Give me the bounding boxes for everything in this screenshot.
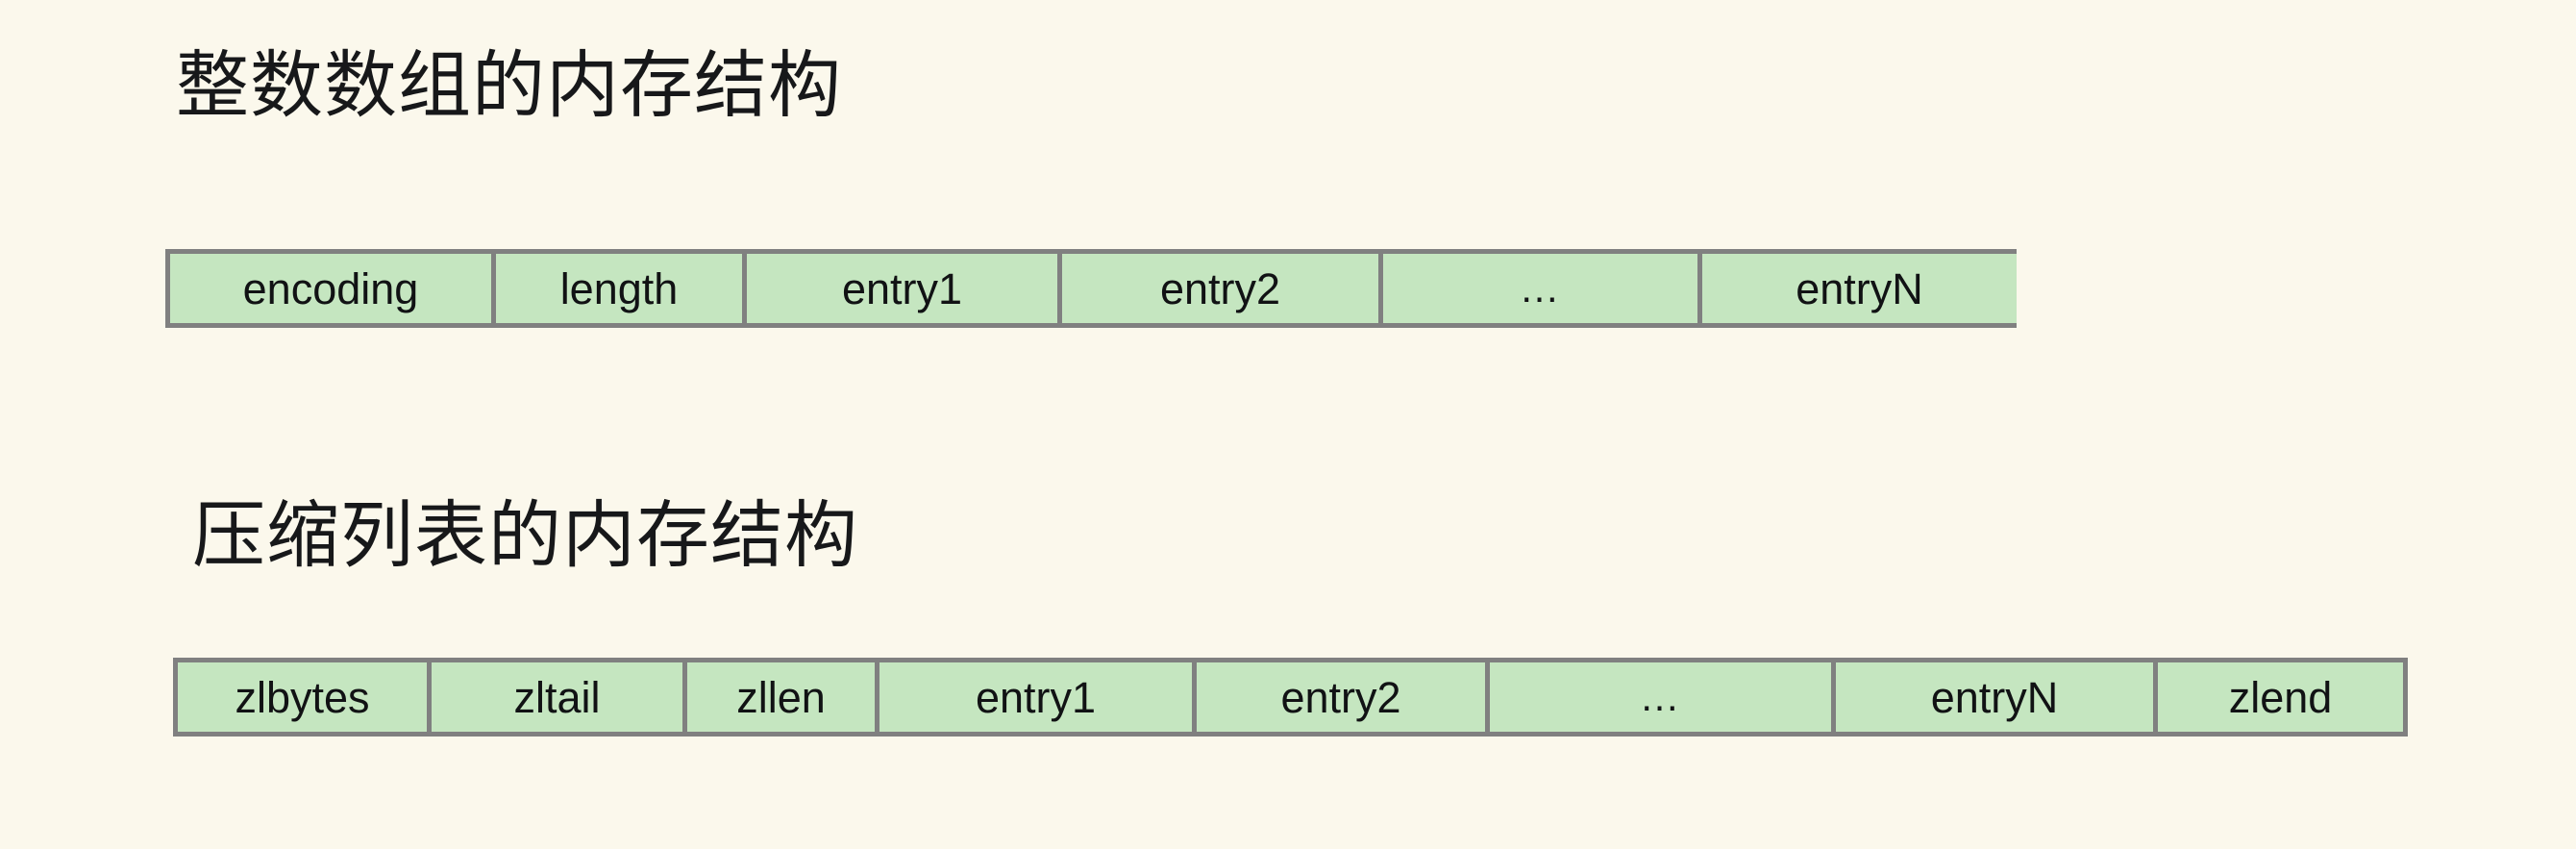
memory-cell-zlend: zlend xyxy=(2158,662,2403,732)
memory-strip-ziplist: zlbytes zltail zllen entry1 entry2 … ent… xyxy=(173,658,2408,737)
section-title-int-array: 整数数组的内存结构 xyxy=(176,45,842,127)
memory-cell-entry2: entry2 xyxy=(1062,254,1378,323)
memory-cell-zlbytes: zlbytes xyxy=(178,662,427,732)
memory-cell-ellipsis: … xyxy=(1490,662,1831,732)
memory-cell-zltail: zltail xyxy=(432,662,682,732)
memory-cell-entry1: entry1 xyxy=(747,254,1057,323)
memory-cell-length: length xyxy=(496,254,742,323)
memory-cell-encoding: encoding xyxy=(170,254,491,323)
memory-cell-zllen: zllen xyxy=(687,662,875,732)
section-title-ziplist: 压缩列表的内存结构 xyxy=(192,495,858,577)
memory-cell-entry2: entry2 xyxy=(1197,662,1485,732)
memory-cell-entryN: entryN xyxy=(1702,254,2017,323)
memory-cell-entryN: entryN xyxy=(1836,662,2153,732)
memory-cell-entry1: entry1 xyxy=(879,662,1192,732)
memory-strip-int-array: encoding length entry1 entry2 … entryN xyxy=(165,249,2017,328)
memory-cell-ellipsis: … xyxy=(1383,254,1697,323)
